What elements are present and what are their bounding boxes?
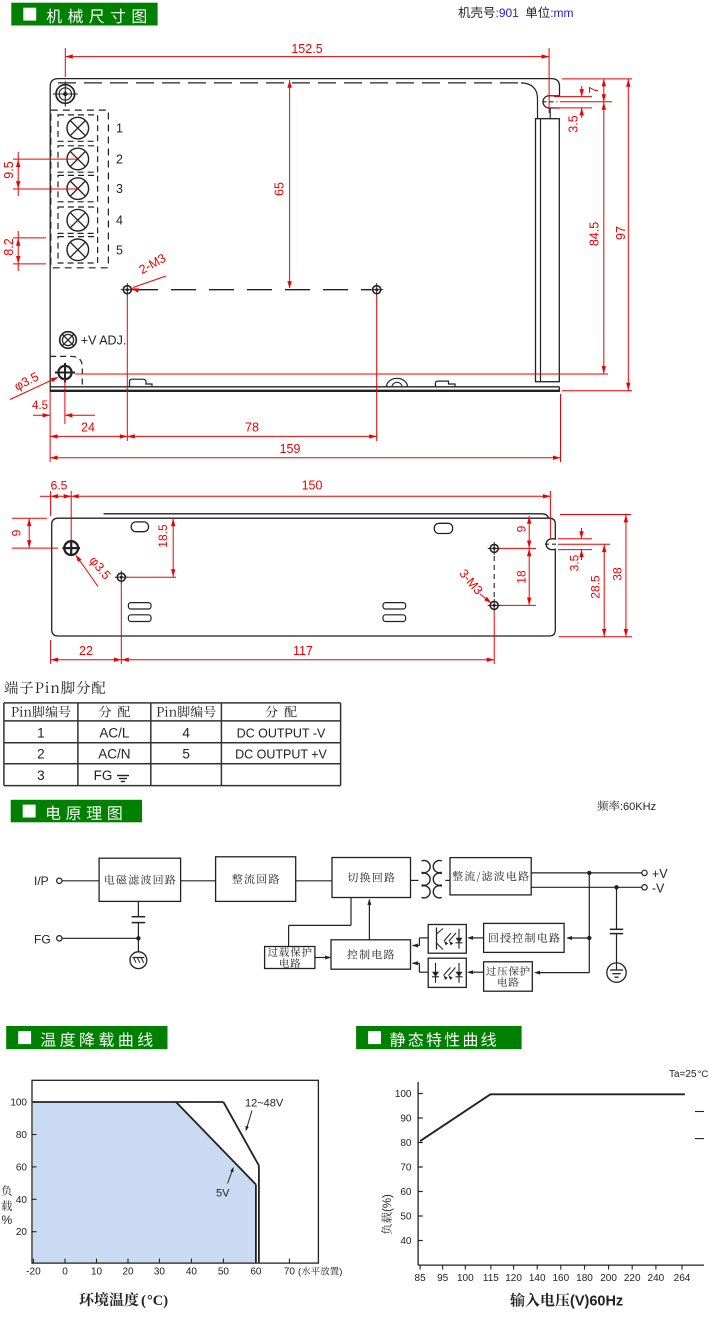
svg-text:DC OUTPUT -V: DC OUTPUT -V	[237, 726, 326, 740]
svg-text:4: 4	[116, 214, 123, 228]
svg-text::901: :901	[496, 6, 520, 20]
svg-text:I/P: I/P	[34, 874, 49, 888]
svg-text:115: 115	[483, 1273, 499, 1284]
svg-text:22: 22	[79, 644, 93, 658]
svg-text:100: 100	[457, 1273, 474, 1284]
svg-text:1: 1	[116, 122, 123, 136]
svg-text:2-M3: 2-M3	[137, 251, 169, 277]
svg-text:50: 50	[218, 1267, 230, 1278]
svg-text:80: 80	[400, 1138, 412, 1149]
svg-text:-20: -20	[26, 1267, 41, 1278]
svg-text:240: 240	[648, 1273, 665, 1284]
svg-text:2: 2	[116, 153, 123, 167]
svg-text:30: 30	[154, 1267, 166, 1278]
svg-text:90: 90	[400, 1114, 412, 1125]
svg-text:40: 40	[186, 1267, 198, 1278]
svg-text:160: 160	[552, 1273, 569, 1284]
svg-text:7: 7	[587, 86, 601, 93]
svg-text:1: 1	[37, 725, 45, 740]
svg-text:FG: FG	[94, 768, 113, 783]
svg-text:50: 50	[400, 1212, 412, 1223]
svg-text:(%): (%)	[382, 1194, 394, 1212]
svg-text:5: 5	[182, 746, 190, 761]
svg-text:10: 10	[91, 1267, 103, 1278]
svg-text:78: 78	[245, 421, 259, 435]
svg-text:%: %	[2, 1213, 13, 1227]
svg-text:40: 40	[400, 1236, 412, 1247]
svg-text:80: 80	[16, 1130, 28, 1141]
svg-text:3: 3	[116, 182, 123, 196]
svg-text:4.5: 4.5	[32, 400, 48, 412]
svg-text:°C): °C)	[147, 1293, 168, 1309]
svg-text:152.5: 152.5	[291, 42, 322, 56]
svg-text:100: 100	[10, 1098, 27, 1109]
svg-text:70: 70	[400, 1163, 412, 1174]
svg-text:Ta=25: Ta=25	[669, 1069, 697, 1080]
svg-text:(: (	[298, 1267, 302, 1278]
svg-text:97: 97	[614, 226, 628, 240]
svg-text:3-M3: 3-M3	[456, 567, 485, 598]
svg-text:3: 3	[37, 768, 45, 783]
svg-text:9: 9	[515, 525, 529, 532]
svg-text::mm: :mm	[550, 6, 573, 20]
svg-text:): )	[339, 1267, 342, 1278]
svg-text:3.5: 3.5	[567, 115, 581, 132]
svg-text:60: 60	[16, 1162, 28, 1173]
svg-text:20: 20	[16, 1227, 28, 1238]
svg-text:220: 220	[624, 1273, 641, 1284]
svg-text:140: 140	[529, 1273, 546, 1284]
svg-text:117: 117	[293, 644, 313, 658]
svg-text::60KHz: :60KHz	[620, 801, 656, 813]
svg-text:65: 65	[273, 182, 287, 196]
svg-text:2: 2	[37, 746, 45, 761]
svg-text:38: 38	[611, 567, 625, 581]
svg-text:85: 85	[415, 1273, 427, 1284]
svg-text:28.5: 28.5	[589, 575, 603, 599]
svg-text:4: 4	[182, 725, 190, 740]
svg-text:DC OUTPUT +V: DC OUTPUT +V	[235, 747, 327, 761]
svg-text:60: 60	[250, 1267, 262, 1278]
svg-text:(V)60Hz: (V)60Hz	[570, 1294, 623, 1310]
svg-text:FG: FG	[34, 933, 51, 947]
svg-text:70: 70	[284, 1267, 296, 1278]
svg-text:40: 40	[16, 1195, 28, 1206]
svg-text:9: 9	[10, 529, 24, 536]
svg-text:5: 5	[116, 243, 123, 257]
svg-text:°C: °C	[698, 1069, 709, 1080]
svg-text:150: 150	[302, 479, 323, 493]
svg-text:180: 180	[576, 1273, 593, 1284]
svg-text:+V ADJ.: +V ADJ.	[81, 334, 127, 348]
svg-text:84.5: 84.5	[588, 222, 602, 246]
svg-text:100: 100	[395, 1089, 412, 1100]
svg-text:+V: +V	[652, 867, 668, 881]
svg-text:159: 159	[280, 442, 301, 456]
svg-text:95: 95	[437, 1273, 449, 1284]
svg-text:5V: 5V	[216, 1188, 230, 1200]
svg-text:-V: -V	[652, 881, 665, 895]
svg-text:0: 0	[62, 1267, 68, 1278]
svg-text:AC/L: AC/L	[99, 725, 130, 740]
svg-text:24: 24	[81, 421, 95, 435]
svg-text:(: (	[141, 1293, 146, 1309]
svg-text:12~48V: 12~48V	[245, 1098, 284, 1110]
svg-text:20: 20	[122, 1267, 134, 1278]
svg-text:AC/N: AC/N	[98, 746, 130, 761]
svg-text:φ3.5: φ3.5	[86, 554, 113, 583]
svg-text:φ3.5: φ3.5	[12, 369, 41, 393]
svg-text:200: 200	[600, 1273, 617, 1284]
svg-text:6.5: 6.5	[51, 479, 68, 493]
svg-text:8.2: 8.2	[2, 238, 16, 255]
svg-text:60: 60	[400, 1187, 412, 1198]
svg-text:264: 264	[674, 1273, 691, 1284]
svg-text:18.5: 18.5	[156, 524, 170, 548]
svg-text:9.5: 9.5	[2, 161, 16, 178]
svg-text:120: 120	[505, 1273, 522, 1284]
svg-text:3.5: 3.5	[568, 554, 582, 571]
svg-text:18: 18	[515, 570, 529, 584]
